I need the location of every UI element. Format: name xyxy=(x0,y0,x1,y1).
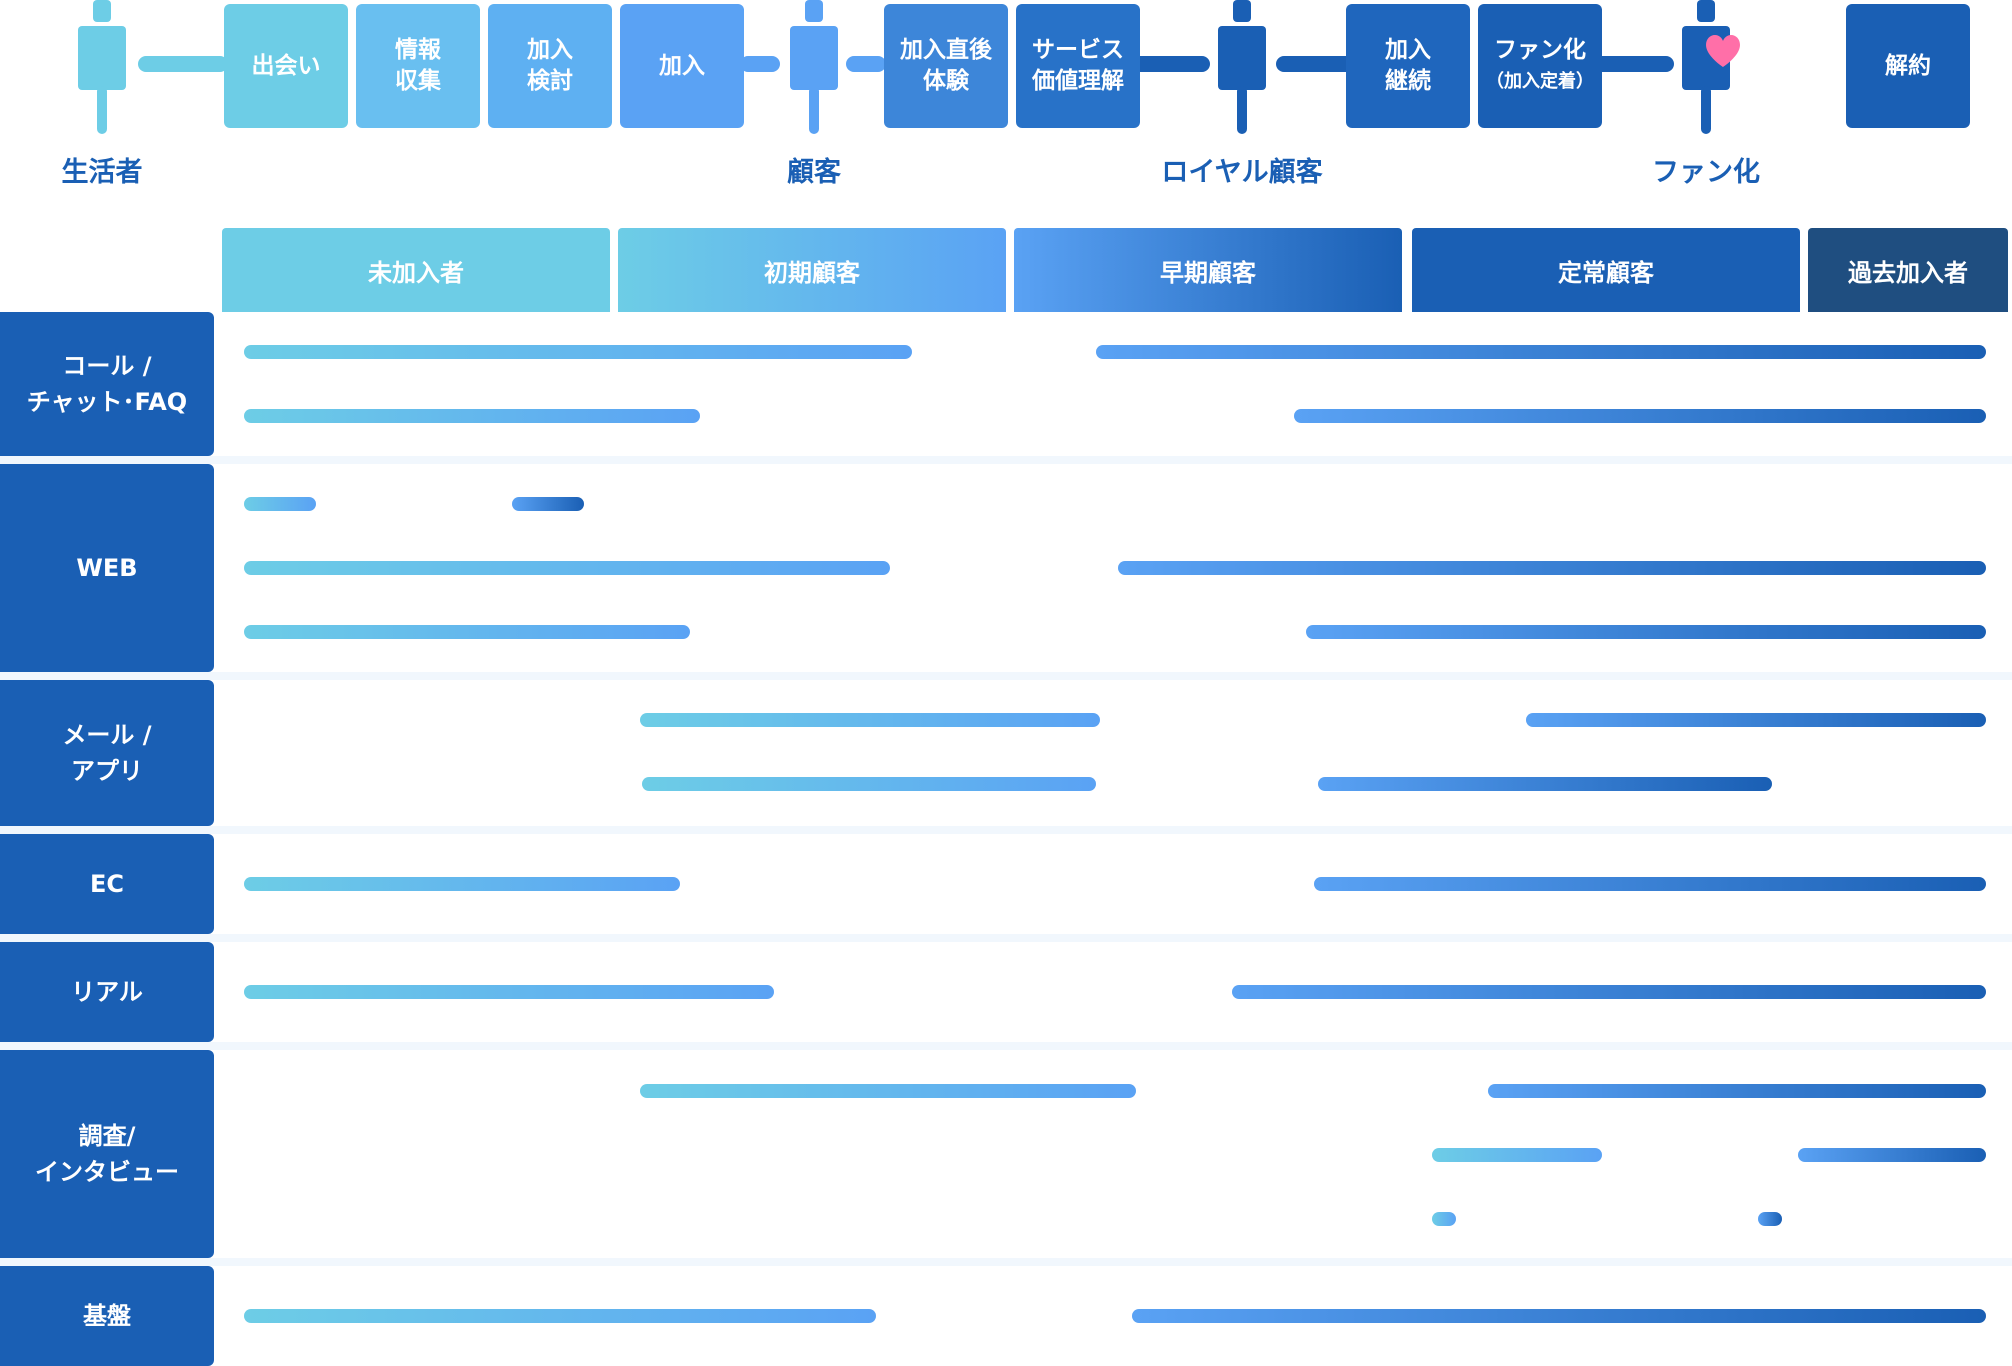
step-box: サービス 価値理解 xyxy=(1016,4,1140,128)
connector xyxy=(740,56,780,72)
connector xyxy=(138,56,228,72)
timeline-bar xyxy=(1526,713,1986,727)
timeline-bar xyxy=(244,345,912,359)
channel-header: WEB xyxy=(0,464,214,672)
stage-label: ファン化 xyxy=(1652,157,1760,188)
channel-header: 調査/ インタビュー xyxy=(0,1050,214,1258)
channel-header: EC xyxy=(0,834,214,934)
timeline-bar xyxy=(244,1309,876,1323)
timeline-bar xyxy=(1798,1148,1986,1162)
row-separator xyxy=(0,672,2012,680)
step-box: 加入 検討 xyxy=(488,4,612,128)
timeline-bar xyxy=(1096,345,1986,359)
connector xyxy=(1594,56,1674,72)
timeline-bar xyxy=(1118,561,1986,575)
timeline-bar xyxy=(244,497,316,511)
phase-header: 定常顧客 xyxy=(1412,228,1800,312)
heart-icon xyxy=(1706,35,1740,67)
row-separator xyxy=(0,1042,2012,1050)
timeline-bar xyxy=(512,497,584,511)
channel-header: リアル xyxy=(0,942,214,1042)
step-box: 出会い xyxy=(224,4,348,128)
stage-label: 顧客 xyxy=(787,157,841,188)
step-box-fan: ファン化 （加入定着） xyxy=(1478,4,1602,128)
connector xyxy=(1276,56,1356,72)
timeline-bar xyxy=(1432,1148,1602,1162)
timeline-bar xyxy=(244,877,680,891)
timeline-bar xyxy=(244,985,774,999)
timeline-bar xyxy=(1294,409,1986,423)
connector xyxy=(846,56,886,72)
timeline-bar xyxy=(1306,625,1986,639)
timeline-bar xyxy=(1132,1309,1986,1323)
phase-header: 早期顧客 xyxy=(1014,228,1402,312)
timeline-bar xyxy=(244,561,890,575)
timeline-bar xyxy=(1318,777,1772,791)
row-separator xyxy=(0,1258,2012,1266)
step-sublabel: （加入定着） xyxy=(1486,71,1594,92)
row-separator xyxy=(0,826,2012,834)
timeline-bar xyxy=(1758,1212,1782,1226)
step-box: 解約 xyxy=(1846,4,1970,128)
timeline-bar xyxy=(642,777,1096,791)
stage-label: ロイヤル顧客 xyxy=(1161,157,1323,188)
row-separator xyxy=(0,456,2012,464)
timeline-bar xyxy=(1232,985,1986,999)
step-label: ファン化 xyxy=(1494,37,1586,63)
person-icon xyxy=(1682,0,1740,140)
timeline-bar xyxy=(1314,877,1986,891)
timeline-bar xyxy=(244,625,690,639)
timeline-bar xyxy=(640,1084,1136,1098)
timeline-bar xyxy=(244,409,700,423)
step-box: 加入 継続 xyxy=(1346,4,1470,128)
phase-header: 未加入者 xyxy=(222,228,610,312)
step-box: 加入直後 体験 xyxy=(884,4,1008,128)
channel-header: コール / チャット･FAQ xyxy=(0,312,214,456)
person-icon xyxy=(790,0,838,140)
person-icon xyxy=(1218,0,1266,140)
row-separator xyxy=(0,934,2012,942)
connector xyxy=(1130,56,1210,72)
channel-header: 基盤 xyxy=(0,1266,214,1366)
timeline-bar xyxy=(1432,1212,1456,1226)
stage-label: 生活者 xyxy=(61,157,143,188)
timeline-bar xyxy=(1488,1084,1986,1098)
step-box: 加入 xyxy=(620,4,744,128)
person-icon xyxy=(78,0,126,140)
phase-header: 初期顧客 xyxy=(618,228,1006,312)
timeline-bar xyxy=(640,713,1100,727)
channel-header: メール / アプリ xyxy=(0,680,214,826)
step-box: 情報 収集 xyxy=(356,4,480,128)
phase-header: 過去加入者 xyxy=(1808,228,2008,312)
